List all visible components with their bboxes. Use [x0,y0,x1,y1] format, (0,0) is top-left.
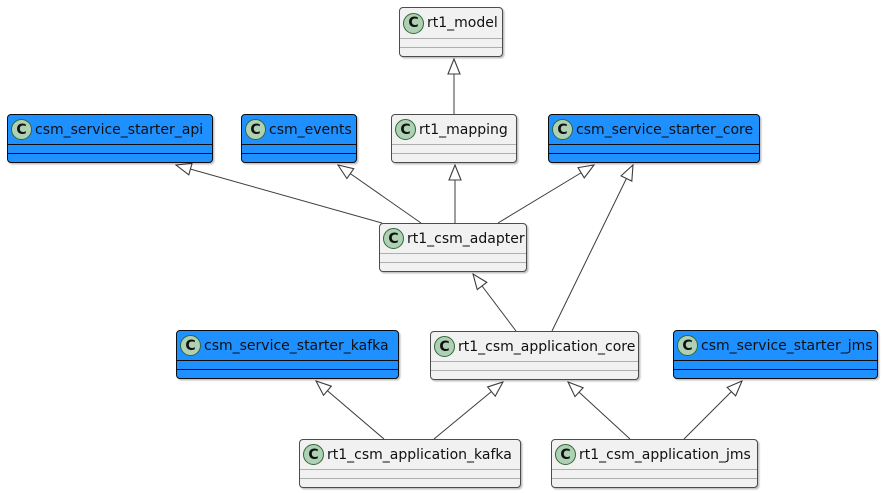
extends-edge-rt1_csm_application_jms-to-rt1_csm_application_core [568,382,631,440]
extends-edge-rt1_csm_application_kafka-to-csm_service_starter_kafka [316,381,385,440]
class-name-label: rt1_csm_adapter [407,230,525,247]
fields-compartment [392,144,516,153]
class-name-label: rt1_mapping [419,121,508,138]
class-name-label: rt1_csm_application_kafka [327,446,512,463]
methods-compartment [552,478,757,487]
methods-compartment [392,153,516,162]
extends-edge-rt1_csm_application_core-to-csm_service_starter_core [551,165,633,332]
extends-edge-rt1_csm_adapter-to-csm_events [338,165,422,224]
extends-edge-rt1_csm_adapter-to-csm_service_starter_api [176,165,383,224]
class-name-label: rt1_model [427,15,498,31]
extends-edge-rt1_csm_adapter-to-csm_service_starter_core [497,165,594,224]
class-stereotype-icon: C [552,119,573,140]
class-name-label: csm_service_starter_kafka [204,337,389,354]
class-stereotype-icon: C [11,119,32,140]
extends-edge-rt1_csm_application_kafka-to-rt1_csm_application_core [433,382,503,440]
fields-compartment [400,38,502,47]
class-name-label: csm_events [269,121,352,138]
class-stereotype-icon: C [180,335,201,356]
fields-compartment [242,144,356,153]
fields-compartment [300,469,520,478]
class-stereotype-icon: C [403,12,424,34]
fields-compartment [549,144,759,153]
class-name-label: rt1_csm_application_jms [579,446,751,463]
methods-compartment [8,153,212,162]
class-stereotype-icon: C [434,336,455,357]
methods-compartment [380,262,526,271]
class-name-label: rt1_csm_application_core [458,338,636,355]
class-name-label: csm_service_starter_api [35,121,204,138]
methods-compartment [674,369,877,378]
fields-compartment [380,253,526,262]
methods-compartment [242,153,356,162]
class-stereotype-icon: C [245,119,266,140]
extends-edge-rt1_csm_application_core-to-rt1_csm_adapter [473,274,517,332]
fields-compartment [552,469,757,478]
fields-compartment [177,360,398,369]
class-stereotype-icon: C [395,119,416,140]
methods-compartment [300,478,520,487]
fields-compartment [8,144,212,153]
class-name-label: csm_service_starter_core [576,121,754,138]
methods-compartment [431,370,638,379]
fields-compartment [674,360,877,369]
extends-edge-rt1_csm_application_jms-to-csm_service_starter_jms [683,381,742,440]
fields-compartment [431,361,638,370]
methods-compartment [400,47,502,56]
class-stereotype-icon: C [383,228,404,249]
methods-compartment [549,153,759,162]
class-name-label: csm_service_starter_jms [701,337,873,354]
methods-compartment [177,369,398,378]
class-stereotype-icon: C [677,335,698,356]
class-stereotype-icon: C [555,444,576,465]
class-stereotype-icon: C [303,444,324,465]
